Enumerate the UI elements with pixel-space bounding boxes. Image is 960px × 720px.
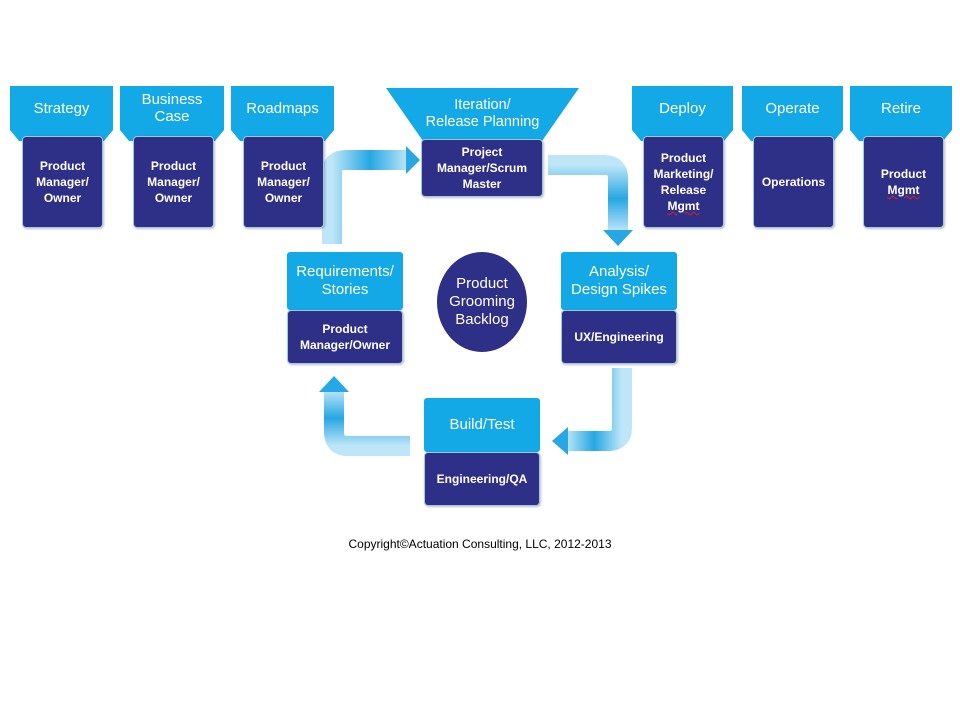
retire-role-mgmt: Mgmt [887,183,920,197]
operate-header-shape [742,86,843,141]
roadmaps-role-box: Product Manager/ Owner [243,136,324,228]
center-oval-shape [437,252,527,352]
iteration-title: Iteration/ Release Planning [425,97,540,130]
retire-role-box: Product Mgmt [863,136,944,228]
arrow-build-to-requirements [319,376,410,456]
iteration-header-shape [386,88,579,141]
deploy-role-text: Product Marketing/ Release [653,151,714,197]
arrow-iteration-to-analysis [548,155,633,246]
requirements-title: Requirements/ Stories [287,252,403,310]
analysis-title: Analysis/ Design Spikes [561,252,677,310]
business-case-title: Business Case [141,91,203,125]
iteration-role-box: Project Manager/Scrum Master [421,139,543,197]
roadmaps-header-shape [231,86,334,141]
strategy-role-box: Product Manager/ Owner [22,136,103,228]
deploy-role-box: Product Marketing/ Release Mgmt [643,136,724,228]
arrow-requirements-to-iteration [322,146,420,244]
strategy-header-shape [10,86,113,141]
requirements-role-box: Product Manager/Owner [287,310,403,364]
analysis-role-box: UX/Engineering [561,310,677,364]
operate-title: Operate [765,99,820,117]
center-oval-label: Product Grooming Backlog [449,275,515,328]
roadmaps-title: Roadmaps [246,99,319,117]
business-case-role-box: Product Manager/ Owner [133,136,214,228]
operate-role-box: Operations [753,136,834,228]
deploy-title: Deploy [659,99,706,117]
copyright-text: Copyright©Actuation Consulting, LLC, 201… [348,537,612,551]
retire-header-shape [850,86,952,141]
retire-title: Retire [880,99,921,117]
build-role-box: Engineering/QA [424,452,540,506]
deploy-role-mgmt: Mgmt [667,199,700,213]
deploy-header-shape [632,86,733,141]
strategy-title: Strategy [33,99,90,117]
build-title: Build/Test [424,398,540,452]
business-case-header-shape [120,86,224,141]
arrow-analysis-to-build [552,368,632,455]
retire-role-text: Product [880,167,927,181]
